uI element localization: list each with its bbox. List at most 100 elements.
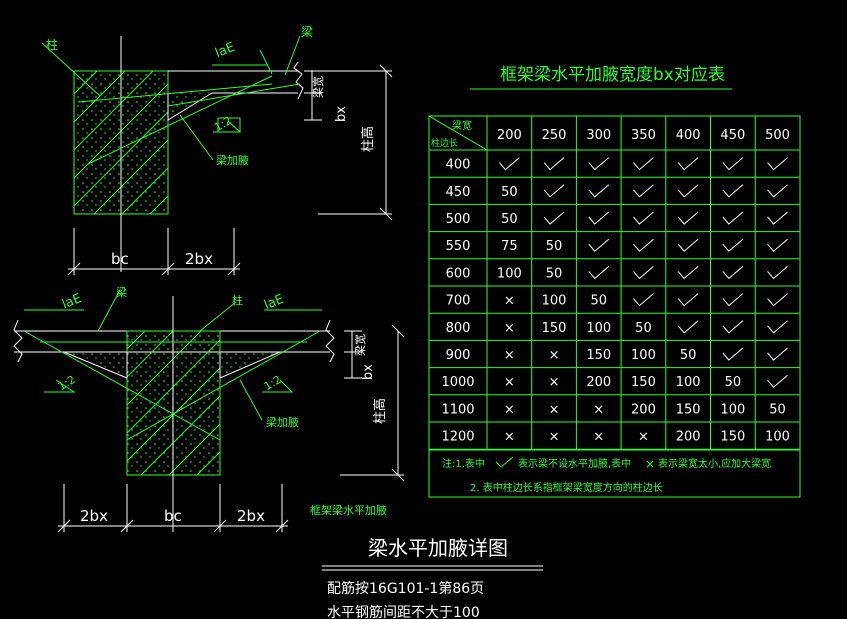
table-col-header: 350 [631,128,656,143]
bottom-column-leader [199,301,237,332]
bottom-dim-2bx-right: 2bx [237,507,265,525]
bottom-rebar-diag-2 [126,330,321,441]
top-haunch-label: 梁加腋 [216,153,249,167]
bottom-dim-bc: bc [164,507,182,525]
table-cell: 50 [635,321,652,336]
table-col-header: 200 [497,128,522,143]
check-icon [767,157,788,171]
table-row-label: 1000 [441,375,474,390]
top-beam-break-line [293,61,304,100]
top-anchorage-tick [259,49,273,75]
top-beam-leader [284,35,301,76]
check-icon [722,320,744,334]
footer: 梁水平加腋详图 配筋按16G101-1第86页 水平钢筋间距不大于100 [322,536,543,619]
top-dim-slash-5 [227,262,241,276]
check-icon [677,238,699,252]
table-cell: 200 [676,430,701,445]
top-dim-slash-4 [161,262,175,276]
top-dim-bc: bc [111,250,129,268]
top-haunch-fill [168,93,210,118]
top-column-label: 柱 [46,37,58,52]
check-icon [767,293,788,307]
top-dim-slash-3 [67,262,81,276]
table-note1-prefix: 注:1.表中 [442,457,485,470]
check-icon [677,211,699,225]
bottom-slope-left-label: 1:2 [56,373,78,393]
table-cell: × [504,402,515,417]
top-rebar-haunch [167,83,301,107]
top-column-height-label: 柱高 [360,126,376,152]
table-col-header: 250 [542,128,567,143]
table-cell: 100 [631,348,656,363]
table-cell: × [504,348,515,363]
table-corner-diagonal [428,115,488,151]
top-anchorage-label: laE [213,40,237,61]
check-icon [677,293,699,307]
table-row-label: 450 [446,185,471,200]
footer-title: 梁水平加腋详图 [368,536,508,560]
table-col-header: 500 [765,128,790,143]
table-cell: × [504,430,515,445]
table-cell: 150 [676,402,701,417]
table-cell: 50 [546,239,563,254]
table-col-header: 300 [586,128,611,143]
table-cell: × [549,375,560,390]
table-note1-check: 表示梁不设水平加腋,表中 [518,457,631,470]
table-row-label: 800 [446,321,471,336]
table-cell: × [593,402,604,417]
top-bx-label: bx [334,106,349,122]
bottom-beam-leader [97,289,121,332]
check-icon [633,211,654,225]
check-icon [588,211,610,225]
table-cell: 100 [586,321,611,336]
bottom-dim-slash-1 [391,324,405,338]
bottom-dim-slash-2 [391,468,405,482]
note-cross-icon: × [645,457,655,471]
table-row-label: 550 [446,239,471,254]
bottom-column-height-label: 柱高 [372,398,388,424]
top-dim-2bx: 2bx [185,250,213,268]
bottom-beam-break-right [325,319,335,363]
table-cell: 100 [765,430,790,445]
table-cell: × [504,375,515,390]
top-dim-slash-2 [379,207,393,221]
bottom-beam-width-label: 梁宽 [353,334,367,356]
check-icon [633,293,654,307]
top-haunch-leader [179,114,214,161]
table-cell: 50 [769,402,786,417]
check-icon [767,320,788,334]
top-haunch-detail: 柱 梁 laE 1:2 梁加腋 梁宽 bx 柱高 bc 2bx [41,24,393,276]
bottom-beam-label: 梁 [116,285,127,299]
check-icon [677,184,699,198]
table-row-label: 600 [446,266,471,281]
note-check-icon [495,456,514,468]
table-cell: 50 [590,294,607,309]
table-cell: × [549,348,560,363]
table-note2: 2. 表中柱边长系指框架梁宽度方向的柱边长 [470,481,663,494]
footer-line1: 配筋按16G101-1第86页 [327,580,484,597]
table-row-label: 700 [446,294,471,309]
bottom-dim-2bx-left: 2bx [80,507,108,525]
table-cell: 150 [586,348,611,363]
top-beam-label: 梁 [301,24,313,39]
top-dim-slash-1 [379,64,393,78]
top-slope-label: 1:2 [212,114,234,134]
check-icon [722,157,744,171]
check-icon [767,184,788,198]
bottom-haunch-label: 梁加腋 [266,415,299,429]
bottom-caption: 框架梁水平加腋 [310,503,387,517]
bottom-dim-slash-3 [57,519,71,533]
check-icon [633,238,654,252]
check-icon [722,347,744,361]
bottom-slope-left-triangle [44,379,76,393]
table-cell: 100 [542,294,567,309]
top-rebar-diagonal [87,75,273,165]
check-icon [722,266,744,280]
check-icon [633,184,654,198]
table-title: 框架梁水平加腋宽度bx对应表 [500,65,725,85]
footer-line2: 水平钢筋间距不大于100 [327,604,480,619]
table-cell: 150 [542,321,567,336]
